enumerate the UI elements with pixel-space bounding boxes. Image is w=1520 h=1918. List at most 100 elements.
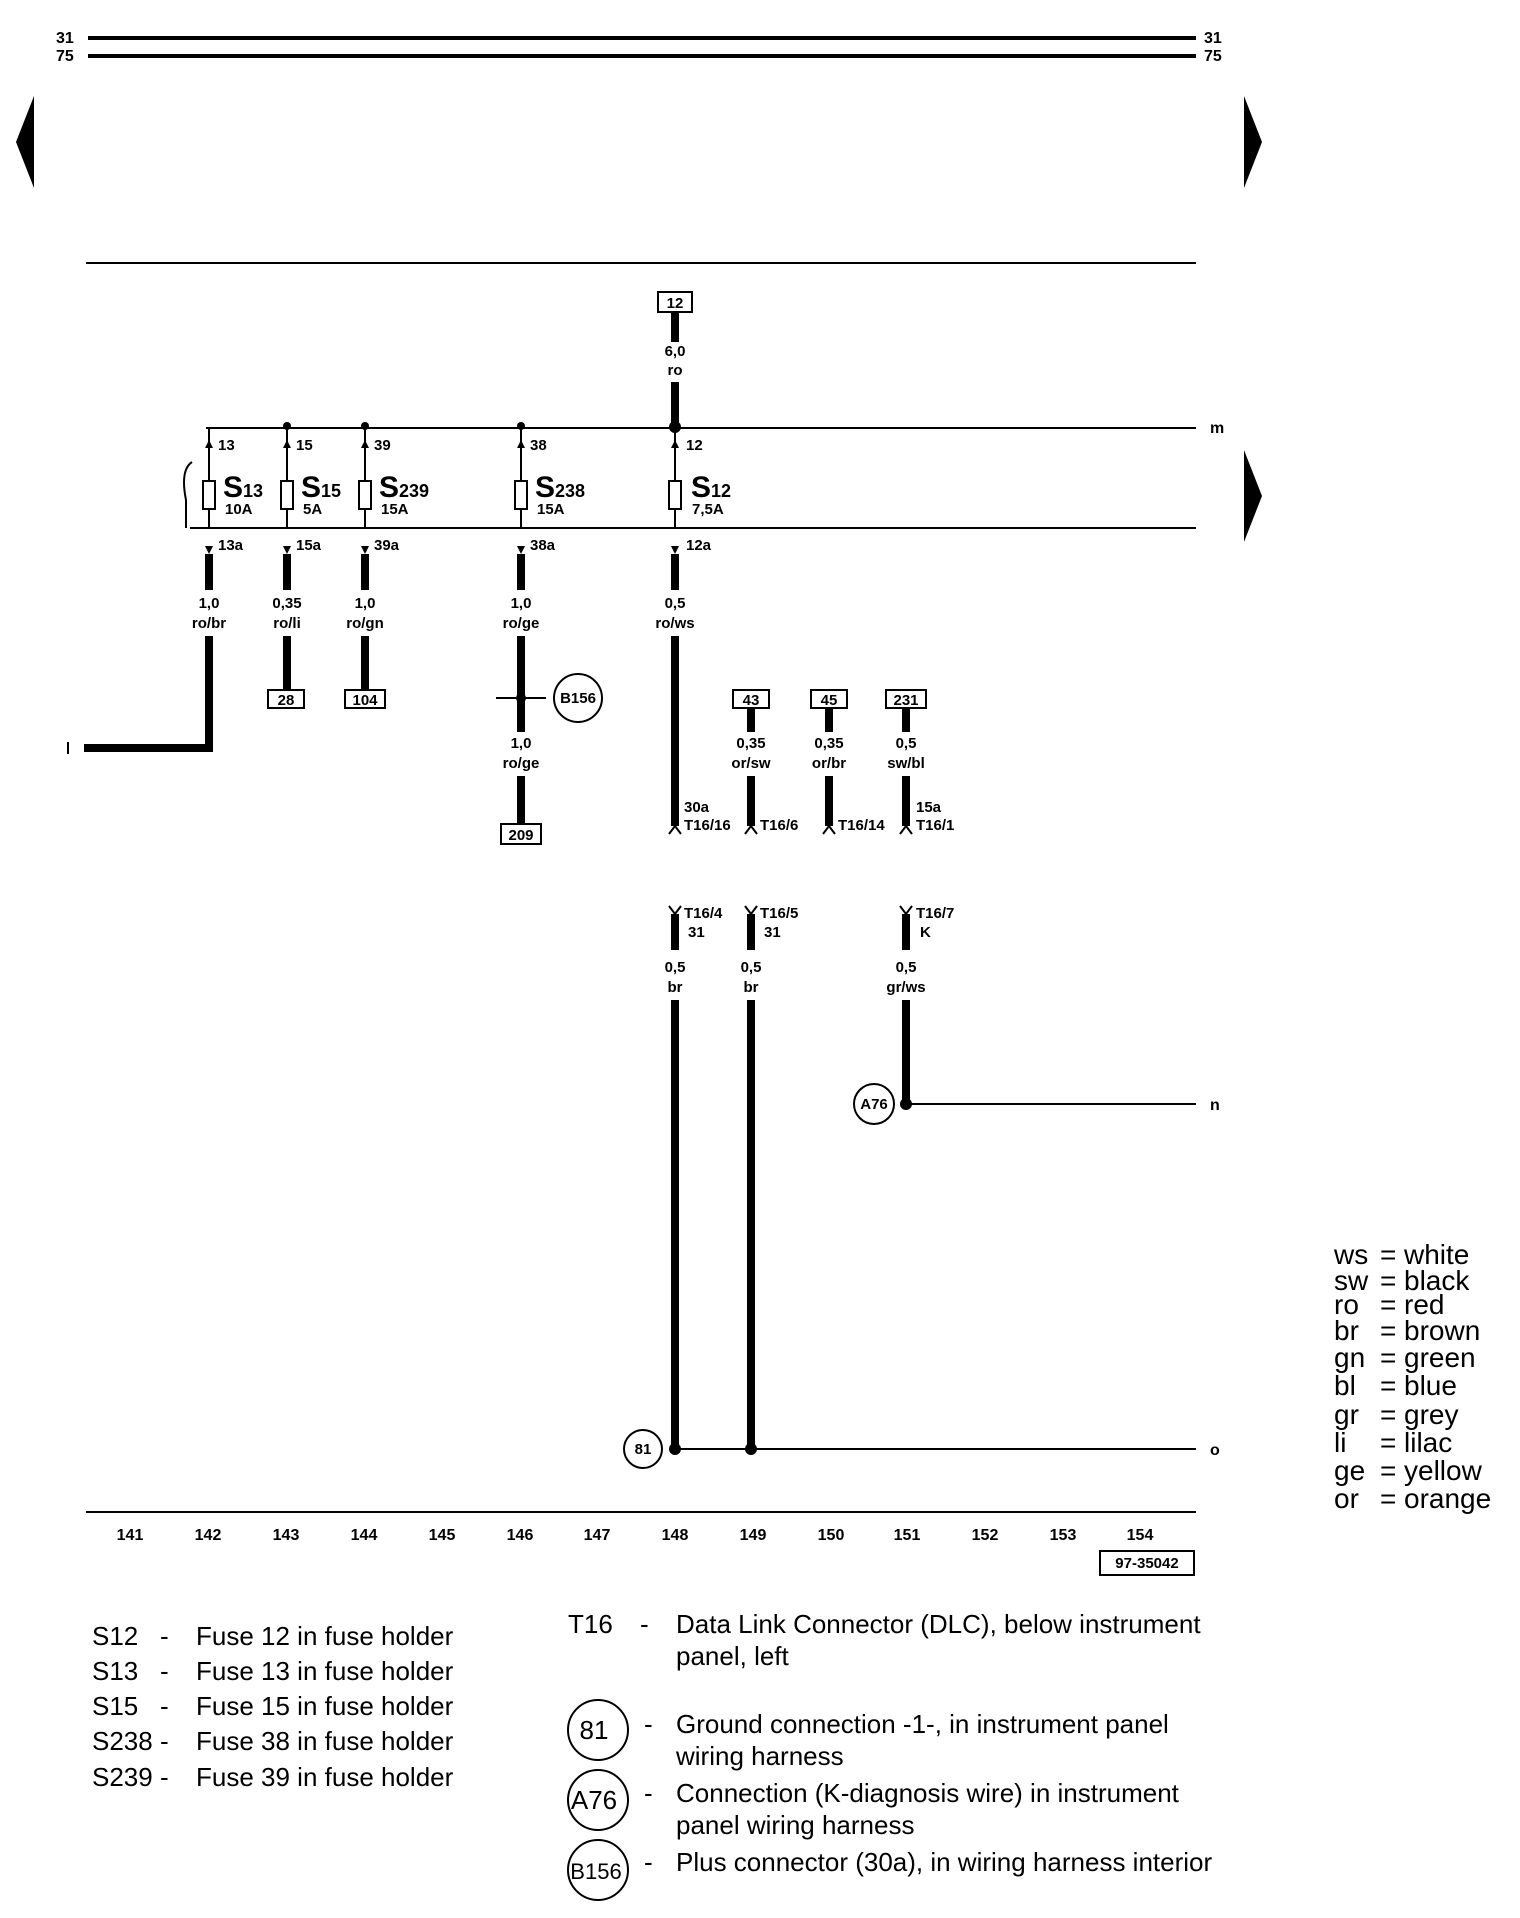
fuse-out-pin: 12a: [686, 537, 712, 554]
fuse-out-pin: 15a: [296, 537, 322, 554]
connector-desc-t16-line1: Data Link Connector (DLC), below instrum…: [676, 1609, 1201, 1639]
legend-a76-icon: [567, 1769, 629, 1831]
component-code: S15: [92, 1691, 138, 1721]
column-number: 143: [273, 1527, 300, 1544]
wire-45-size: 0,35: [814, 735, 843, 752]
wire-s12-color: ro/ws: [655, 615, 694, 632]
connector-dash: -: [640, 1609, 649, 1639]
fuse-rating: 15A: [537, 501, 565, 518]
color-legend-name: green: [1404, 1342, 1476, 1373]
dlc-pin-fork: [668, 905, 682, 916]
color-legend-name: black: [1404, 1265, 1470, 1296]
ref-45: 45: [821, 692, 838, 709]
a76-label: A76: [860, 1096, 888, 1113]
wire-43-color: or/sw: [731, 755, 771, 772]
connector-desc-81-line2: wiring harness: [675, 1741, 844, 1771]
arrow-left-icon[interactable]: [16, 96, 34, 188]
component-legend: S12 - Fuse 12 in fuse holder S13 - Fuse …: [92, 1621, 454, 1792]
fuse-rating: 5A: [303, 501, 322, 518]
wire-s13-size: 1,0: [199, 595, 220, 612]
legend-b156-symbol: B156: [570, 1859, 621, 1884]
color-legend-code: or: [1334, 1483, 1359, 1514]
dlc-pin-30a: 30a: [684, 799, 710, 816]
column-number: 145: [429, 1527, 456, 1544]
dlc-pin-t16-6: T16/6: [760, 817, 798, 834]
connector-desc-b156-line1: Plus connector (30a), in wiring harness …: [676, 1847, 1212, 1877]
color-legend: ws = white sw = black ro = red br = brow…: [1333, 1239, 1491, 1514]
component-code: S238: [92, 1726, 153, 1756]
ground-81-junction-dot: [669, 1443, 681, 1455]
color-legend-eq: =: [1380, 1342, 1396, 1373]
wire-s238-color: ro/ge: [503, 615, 540, 632]
connector-desc-a76-line1: Connection (K-diagnosis wire) in instrum…: [676, 1778, 1180, 1808]
dlc-pin-15a: 15a: [916, 799, 942, 816]
doc-code-box: [1099, 1550, 1195, 1576]
arrow-right-mid-icon[interactable]: [1244, 450, 1262, 542]
doc-code: 97-35042: [1115, 1555, 1178, 1572]
connector-desc-t16-line2: panel, left: [676, 1641, 790, 1671]
wire-s239-color: ro/gn: [346, 615, 384, 632]
color-legend-name: red: [1404, 1289, 1444, 1320]
wire-b156-size: 1,0: [511, 735, 532, 752]
color-legend-eq: =: [1380, 1289, 1396, 1320]
ground-81-label: 81: [635, 1441, 652, 1458]
fuse-in-pin: 15: [296, 437, 313, 454]
column-number: 154: [1127, 1527, 1154, 1544]
rail-n-label: n: [1210, 1097, 1220, 1114]
arrow-right-icon[interactable]: [1244, 96, 1262, 188]
junction-dot: [361, 422, 369, 430]
column-number: 141: [117, 1527, 144, 1544]
connector-dash: -: [644, 1847, 653, 1877]
wire-t16-7-size: 0,5: [896, 959, 917, 976]
wire-t16-7-color: gr/ws: [886, 979, 925, 996]
component-desc: Fuse 39 in fuse holder: [196, 1762, 454, 1792]
dlc-pin-t16-1: T16/1: [916, 817, 954, 834]
color-legend-name: brown: [1404, 1315, 1480, 1346]
column-numbers: 141 142 143 144 145 146 147 148 149 150 …: [117, 1527, 1154, 1544]
fuse-s12: 12 S12 7,5A 12a: [668, 428, 731, 554]
connector-desc-81-line1: Ground connection -1-, in instrument pan…: [676, 1709, 1169, 1739]
fuse-s239: 39 S239 15A 39a: [358, 428, 429, 554]
color-legend-eq: =: [1380, 1239, 1396, 1270]
color-legend-code: li: [1334, 1427, 1346, 1458]
color-legend-code: ro: [1334, 1289, 1359, 1320]
fuse-holder-bracket: [183, 461, 193, 528]
legend-81-icon: [567, 1699, 629, 1761]
junction-dot: [669, 421, 681, 433]
fuse-code: S13: [223, 471, 263, 504]
b156-junction-dot: [516, 693, 526, 703]
fuse-out-pin: 38a: [530, 537, 556, 554]
color-legend-eq: =: [1380, 1399, 1396, 1430]
fuse-rating: 15A: [381, 501, 409, 518]
rail-75-label-left: 75: [56, 48, 74, 65]
component-dash: -: [160, 1762, 169, 1792]
fuse-rating: 7,5A: [692, 501, 724, 518]
dlc-func-31: 31: [688, 924, 705, 941]
connector-dash: -: [644, 1778, 653, 1808]
dlc-pin-t16-4: T16/4: [684, 905, 723, 922]
column-number: 147: [584, 1527, 611, 1544]
column-number: 149: [740, 1527, 767, 1544]
wire-231-color: sw/bl: [887, 755, 925, 772]
ref-104-box: [344, 689, 386, 709]
b156-connector-icon: [553, 673, 603, 723]
color-legend-name: orange: [1404, 1483, 1491, 1514]
ref-209: 209: [508, 827, 533, 844]
wire-t16-4-color: br: [668, 979, 683, 996]
fuse-in-pin: 38: [530, 437, 547, 454]
wire-b156-color: ro/ge: [503, 755, 540, 772]
wire-s15-color: ro/li: [273, 615, 301, 632]
dlc-pin-fork: [744, 824, 758, 835]
b156-label: B156: [560, 690, 596, 707]
dlc-pin-fork: [899, 824, 913, 835]
color-legend-code: ge: [1334, 1455, 1365, 1486]
wire-s13-lower: [84, 636, 213, 752]
color-legend-code: sw: [1334, 1265, 1369, 1296]
fuse-s238: 38 S238 15A 38a: [514, 428, 585, 554]
color-legend-code: br: [1334, 1315, 1359, 1346]
feed-ref: 12: [667, 295, 684, 312]
fuse-code: S15: [301, 471, 341, 504]
component-desc: Fuse 38 in fuse holder: [196, 1726, 454, 1756]
wire-s238-size: 1,0: [511, 595, 532, 612]
ref-43: 43: [743, 692, 760, 709]
